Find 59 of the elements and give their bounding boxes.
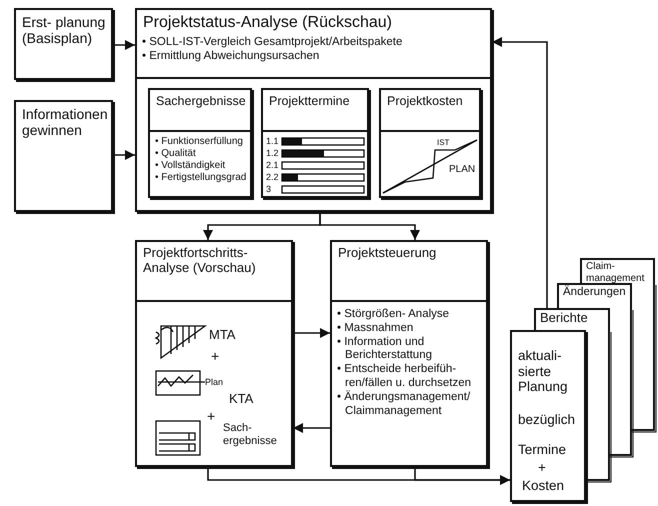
row-label: 1.1 — [266, 136, 279, 146]
analysis-panel — [135, 240, 293, 467]
section-box — [261, 88, 369, 198]
heading: Claim- management — [586, 261, 646, 284]
document-page — [534, 308, 610, 331]
row-label: + — [211, 348, 220, 364]
arrow — [113, 150, 135, 160]
bullet-item: • Änderungsmanagement/ Claimmanagement — [337, 390, 472, 418]
input-box — [14, 8, 113, 80]
bullet-item: • Funktionserfüllung — [155, 136, 244, 148]
row-label: 2.1 — [266, 160, 279, 170]
text-label: Kosten — [522, 478, 564, 494]
heading: Projektsteuerung — [338, 246, 438, 261]
bullet-item: • Information und Berichterstattung — [337, 336, 433, 364]
arrow — [414, 467, 510, 485]
analysis-panel — [135, 8, 492, 212]
bullet-item: • Massnahmen — [337, 322, 414, 336]
control-panel — [330, 240, 488, 467]
section-box — [379, 88, 481, 198]
arrow — [319, 212, 420, 240]
text-label: Sach- ergebnisse — [223, 422, 278, 448]
heading: Projektfortschritts- Analyse (Vorschau) — [143, 246, 257, 276]
bullet-item: • Ermittlung Abweichungsursachen — [142, 50, 320, 64]
input-box — [14, 100, 113, 212]
row-label: 3 — [266, 184, 272, 194]
row-label: MTA — [209, 328, 236, 343]
row-label: KTA — [229, 392, 254, 407]
text-label: bezüglich — [518, 412, 576, 428]
arrow — [293, 423, 330, 433]
heading: aktuali- sierte Planung — [518, 348, 569, 395]
heading: Projektkosten — [387, 94, 464, 108]
heading: Projektstatus-Analyse (Rückschau) — [143, 14, 393, 32]
heading: Projekttermine — [269, 94, 351, 108]
bullet-item: • Störgrößen- Analyse — [337, 308, 450, 322]
row-label: + — [538, 460, 546, 476]
section-box — [148, 88, 252, 198]
bullet-item: • Entscheide herbeifüh- ren/fällen u. durchsetzen — [337, 363, 472, 390]
heading: Sachergebnisse — [156, 94, 247, 108]
bullet-item: • Qualität — [155, 148, 197, 160]
bullet-item: • Vollständigkeit — [155, 160, 226, 172]
row-label: 1.2 — [266, 148, 279, 158]
heading: Informationen gewinnen — [22, 106, 109, 138]
row-label: 2.2 — [266, 172, 279, 182]
text-label: PLAN — [449, 164, 476, 176]
arrow — [492, 37, 548, 308]
heading: Erst- planung (Basisplan) — [22, 14, 106, 46]
row-label: IST — [437, 138, 450, 148]
heading: Änderungen — [563, 286, 627, 300]
arrow — [293, 328, 330, 338]
text-label: Plan — [205, 377, 224, 388]
document-page — [557, 283, 632, 309]
text-label: Termine — [518, 442, 566, 458]
bullet-item: • Fertigstellungsgrad — [155, 172, 247, 184]
heading: Berichte — [540, 311, 589, 326]
arrow — [113, 40, 135, 50]
bullet-item: • SOLL-IST-Vergleich Gesamtprojekt/Arbeitspakete — [142, 36, 404, 50]
row-label: + — [207, 408, 216, 424]
document-page — [580, 258, 655, 284]
document-page — [510, 330, 586, 502]
